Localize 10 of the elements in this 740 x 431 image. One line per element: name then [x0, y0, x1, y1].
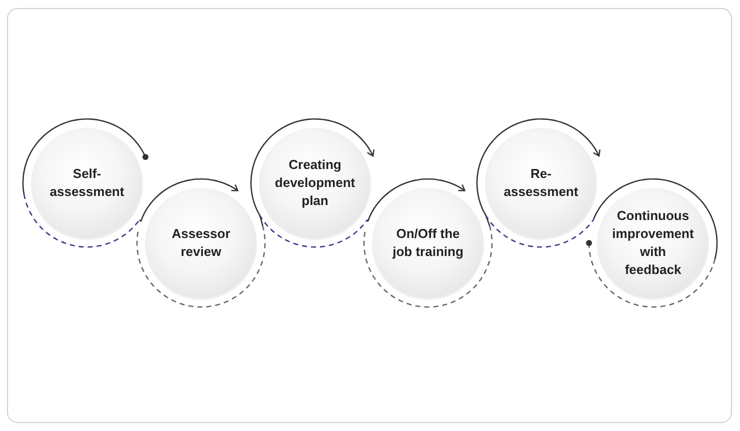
arrow	[366, 178, 466, 222]
step-label: Self-assessment	[48, 165, 126, 201]
step-label: Continuous improvement with feedback	[612, 207, 694, 279]
arrow	[250, 118, 374, 227]
step-label: Re-assessment	[502, 165, 580, 201]
arrow	[476, 118, 600, 227]
step-label: Creating development plan	[274, 156, 356, 210]
arrow	[138, 178, 238, 222]
step-label: Assessor review	[170, 225, 232, 261]
step-label: On/Off the job training	[391, 225, 464, 261]
